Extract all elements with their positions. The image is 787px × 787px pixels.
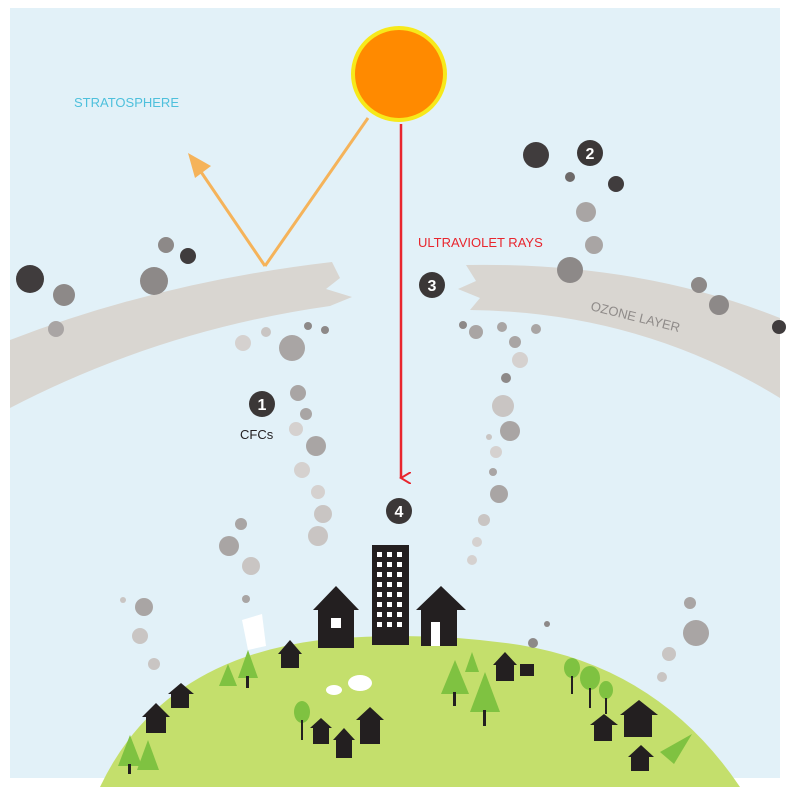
- cfc-particles: [16, 142, 786, 682]
- marker-1-text: 1: [258, 397, 267, 414]
- marker-1: 1: [249, 391, 275, 417]
- ozone-layer-left: [10, 262, 352, 408]
- house-right-large: [416, 586, 466, 646]
- sheep: [326, 675, 372, 695]
- house-left-large: [313, 586, 359, 648]
- ozone-layer-right: [458, 264, 780, 398]
- marker-3: 3: [419, 272, 445, 298]
- stratosphere-label: STRATOSPHERE: [74, 95, 179, 110]
- reflected-ray: [195, 117, 370, 267]
- marker-2-text: 2: [586, 146, 595, 163]
- sun: [351, 26, 447, 122]
- houses-small: [142, 640, 658, 771]
- marker-4-text: 4: [395, 504, 404, 521]
- marker-4: 4: [386, 498, 412, 524]
- cfcs-label: CFCs: [240, 427, 274, 442]
- smokestack: [242, 614, 266, 650]
- reflected-ray-arrowhead: [188, 153, 211, 178]
- tall-building: [372, 545, 409, 645]
- ultraviolet-label: ULTRAVIOLET RAYS: [418, 235, 543, 250]
- marker-2: 2: [577, 140, 603, 166]
- earth-ground: [100, 636, 740, 787]
- marker-3-text: 3: [428, 278, 437, 295]
- trees: [118, 650, 692, 774]
